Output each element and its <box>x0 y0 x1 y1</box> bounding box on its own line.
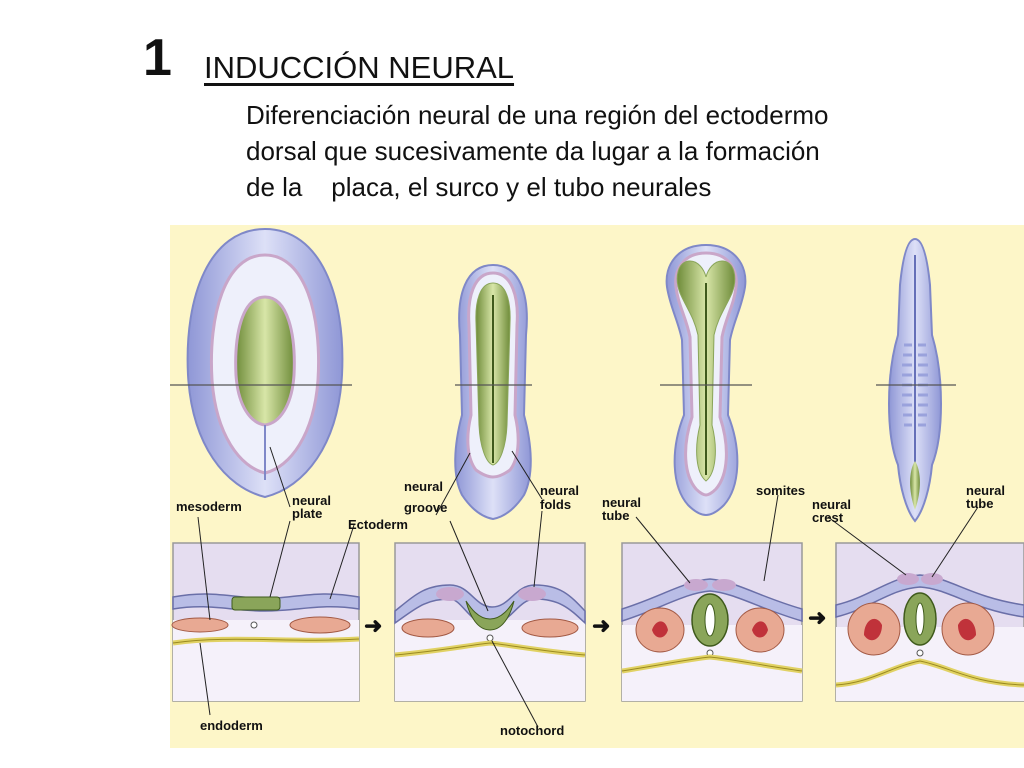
label-neural-groove: groove <box>404 500 447 515</box>
label-neural-crest: crest <box>812 510 844 525</box>
embryo-stage-2 <box>454 263 532 521</box>
neurulation-diagram: ➜ ➜ ➜ mesoderm neural plate Ectoderm neu… <box>170 227 1024 738</box>
label-neural-plate: plate <box>292 506 322 521</box>
label-neural-tube: neural <box>966 483 1005 498</box>
description-line-1: Diferenciación neural de una región del … <box>246 100 829 130</box>
label-notochord: notochord <box>500 723 564 738</box>
label-mesoderm: mesoderm <box>176 499 242 514</box>
description-line-3: de la placa, el surco y el tubo neurales <box>246 172 712 202</box>
label-neural-groove: neural <box>404 479 443 494</box>
neurulation-figure: ➜ ➜ ➜ mesoderm neural plate Ectoderm neu… <box>170 225 1024 748</box>
leader-lines <box>197 446 979 728</box>
arrow-icon: ➜ <box>592 613 610 638</box>
arrow-icon: ➜ <box>808 605 826 630</box>
label-neural-folds: neural <box>540 483 579 498</box>
section-panel-2 <box>394 542 586 702</box>
description-line-2: dorsal que sucesivamente da lugar a la f… <box>246 136 820 166</box>
label-neural-tube: tube <box>966 496 993 511</box>
label-ectoderm: Ectoderm <box>348 517 408 532</box>
embryo-stage-3 <box>660 243 752 517</box>
embryo-stage-1 <box>170 227 352 499</box>
label-somites: somites <box>756 483 805 498</box>
slide-number: 1 <box>143 29 172 87</box>
label-endoderm: endoderm <box>200 718 263 733</box>
label-neural-tube: neural <box>602 495 641 510</box>
section-panel-3 <box>621 542 803 702</box>
label-neural-tube: tube <box>602 508 629 523</box>
label-neural-folds: folds <box>540 497 571 512</box>
slide-description: Diferenciación neural de una región del … <box>246 97 986 205</box>
embryo-stage-4 <box>876 237 956 523</box>
label-neural-plate: neural <box>292 493 331 508</box>
arrow-icon: ➜ <box>364 613 382 638</box>
slide-title: INDUCCIÓN NEURAL <box>204 50 515 85</box>
section-panel-4 <box>835 542 1024 702</box>
label-neural-crest: neural <box>812 497 851 512</box>
section-panel-1 <box>171 542 360 702</box>
